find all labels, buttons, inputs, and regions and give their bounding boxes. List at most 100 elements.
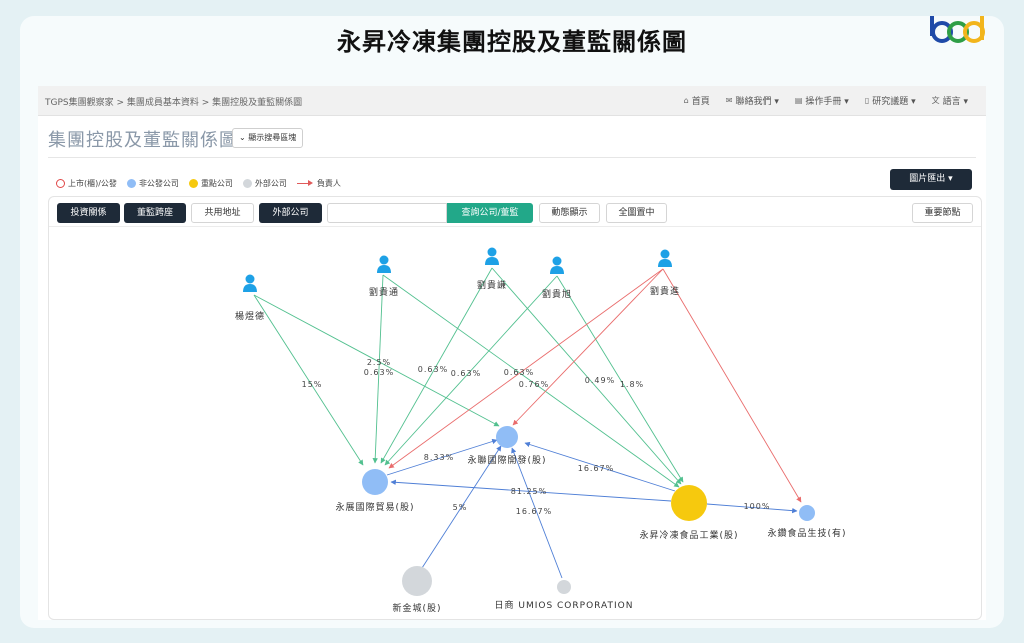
person-node-p2[interactable] [377, 255, 391, 274]
person-icon [243, 284, 257, 292]
investment-button[interactable]: 投資關係 [57, 203, 120, 223]
main-title: 永昇冷凍集團控股及董監關係圖 [337, 28, 687, 56]
legend-responsible-label: 負責人 [316, 179, 341, 188]
home-icon: ⌂ [683, 96, 689, 105]
edge-label: 0.63% [418, 365, 448, 374]
nav-contact-label: 聯絡我們 ▾ [735, 97, 779, 107]
app-screenshot: TGPS集團觀察家 > 集團成員基本資料 > 集團控股及董監關係圖 ⌂首頁 ✉聯… [38, 86, 986, 620]
edge-p4-c3[interactable] [556, 275, 684, 483]
edge-p5-c2[interactable] [512, 268, 664, 426]
legend-non-public: 非公發公司 [126, 178, 179, 189]
edge-p3-c3[interactable] [491, 267, 682, 485]
edge-c3-c1[interactable] [390, 479, 672, 502]
nav-home[interactable]: ⌂首頁 [684, 94, 710, 107]
top-nav: ⌂首頁 ✉聯絡我們 ▾ ▤操作手冊 ▾ ▯研究議題 ▾ 文語言 ▾ [684, 94, 968, 107]
listed-dot-icon [56, 179, 65, 188]
animate-button[interactable]: 動態顯示 [539, 203, 600, 223]
cross-board-button[interactable]: 董監跨座 [124, 203, 186, 223]
company-label: 新金城(股) [392, 602, 441, 614]
edge-p2-c3[interactable] [382, 274, 680, 488]
show-search-button[interactable]: ⌄ 顯示搜尋區塊 [232, 128, 304, 148]
company-node-c5[interactable] [402, 566, 432, 596]
edge-label: 0.63% [451, 369, 481, 378]
edge-label: 81.25% [511, 487, 548, 496]
brand-logo [930, 16, 985, 43]
person-node-p5[interactable] [658, 249, 672, 268]
edge-p2-c1[interactable] [372, 274, 384, 464]
edge-p5-c4[interactable] [662, 268, 802, 503]
legend-external-label: 外部公司 [254, 179, 287, 188]
person-icon [660, 249, 670, 259]
key-nodes-button[interactable]: 重要節點 [912, 203, 973, 223]
person-icon [487, 247, 497, 257]
person-node-p3[interactable] [485, 247, 499, 266]
search-company-button[interactable]: 查詢公司/董監 [447, 203, 533, 223]
search-input[interactable] [327, 203, 447, 223]
edge-label: 0.49% [585, 376, 615, 385]
edge-label: 15% [302, 380, 323, 389]
edge-label: 0.63% [364, 368, 394, 377]
edge-label: 16.67% [578, 464, 615, 473]
legend-non-public-label: 非公發公司 [138, 179, 179, 188]
nav-research-label: 研究議題 ▾ [872, 97, 916, 107]
edge-p1-c1[interactable] [253, 294, 364, 466]
export-image-button[interactable]: 圖片匯出 ▾ [890, 169, 972, 190]
person-label: 劉貴進 [650, 285, 680, 297]
nav-manual[interactable]: ▤操作手冊 ▾ [795, 94, 849, 107]
edge-label: 16.67% [516, 507, 553, 516]
shared-address-button[interactable]: 共用地址 [191, 203, 254, 223]
edge-p1-c2[interactable] [253, 294, 500, 427]
non-public-dot-icon [126, 179, 136, 188]
nav-contact[interactable]: ✉聯絡我們 ▾ [726, 94, 779, 107]
person-label: 劉貴旭 [542, 288, 572, 300]
company-node-c4[interactable] [799, 505, 815, 521]
person-icon [245, 274, 255, 284]
key-dot-icon [188, 179, 198, 188]
edge-c6-c2[interactable] [511, 447, 563, 579]
edge-p4-c1[interactable] [384, 275, 558, 466]
company-label: 永昇冷凍食品工業(股) [639, 529, 738, 541]
edge-p5-c1[interactable] [388, 268, 664, 469]
person-icon [485, 257, 499, 265]
company-node-c1[interactable] [362, 469, 388, 495]
center-all-button[interactable]: 全圖置中 [606, 203, 667, 223]
nav-research[interactable]: ▯研究議題 ▾ [865, 94, 916, 107]
edge-c3-c2[interactable] [524, 441, 676, 492]
edge-c3-c4[interactable] [706, 503, 798, 514]
company-node-c2[interactable] [496, 426, 518, 448]
company-label: 永鑽食品生技(有) [767, 527, 846, 539]
edge-c1-c2[interactable] [386, 438, 498, 476]
graph-panel: 投資關係 董監跨座 共用地址 外部公司 查詢公司/董監 動態顯示 全圖置中 重要… [48, 196, 982, 620]
language-icon: 文 [931, 96, 940, 105]
edge-label: 5% [453, 503, 468, 512]
edge-label: 0.76% [519, 380, 549, 389]
person-label: 劉貴謙 [477, 279, 507, 291]
external-company-button[interactable]: 外部公司 [259, 203, 322, 223]
edge-label: 1.8% [620, 380, 644, 389]
breadcrumb[interactable]: TGPS集團觀察家 > 集團成員基本資料 > 集團控股及董監關係圖 [45, 98, 303, 108]
person-icon [550, 266, 564, 274]
edge-c5-c2[interactable] [421, 445, 502, 569]
legend-key: 重點公司 [188, 178, 233, 189]
red-arrow-icon [296, 180, 313, 186]
legend-key-label: 重點公司 [200, 179, 233, 188]
legend-listed-label: 上市(櫃)/公發 [68, 179, 117, 188]
top-bar: TGPS集團觀察家 > 集團成員基本資料 > 集團控股及董監關係圖 ⌂首頁 ✉聯… [38, 86, 986, 116]
person-icon [552, 256, 562, 266]
company-node-c6[interactable] [557, 580, 571, 594]
person-node-p4[interactable] [550, 256, 564, 275]
relationship-graph[interactable]: 15% 2.5% 0.63% 0.63% 0.63% 0.63% 0.76% 0… [49, 197, 982, 620]
nav-language[interactable]: 文語言 ▾ [932, 94, 968, 107]
person-node-p1[interactable] [243, 274, 257, 293]
company-label: 永聯國際開發(股) [467, 454, 546, 466]
edge-label: 100% [744, 502, 771, 511]
edge-p3-c1[interactable] [380, 267, 493, 464]
edge-label: 8.33% [424, 453, 454, 462]
page-title: 集團控股及董監關係圖 [48, 130, 238, 151]
person-icon [658, 259, 672, 267]
edge-label: 0.63% [504, 368, 534, 377]
company-node-c3[interactable] [671, 485, 707, 521]
person-icon [377, 265, 391, 273]
book-icon: ▤ [794, 96, 803, 105]
company-label: 日商 UMIOS CORPORATION [495, 599, 634, 611]
